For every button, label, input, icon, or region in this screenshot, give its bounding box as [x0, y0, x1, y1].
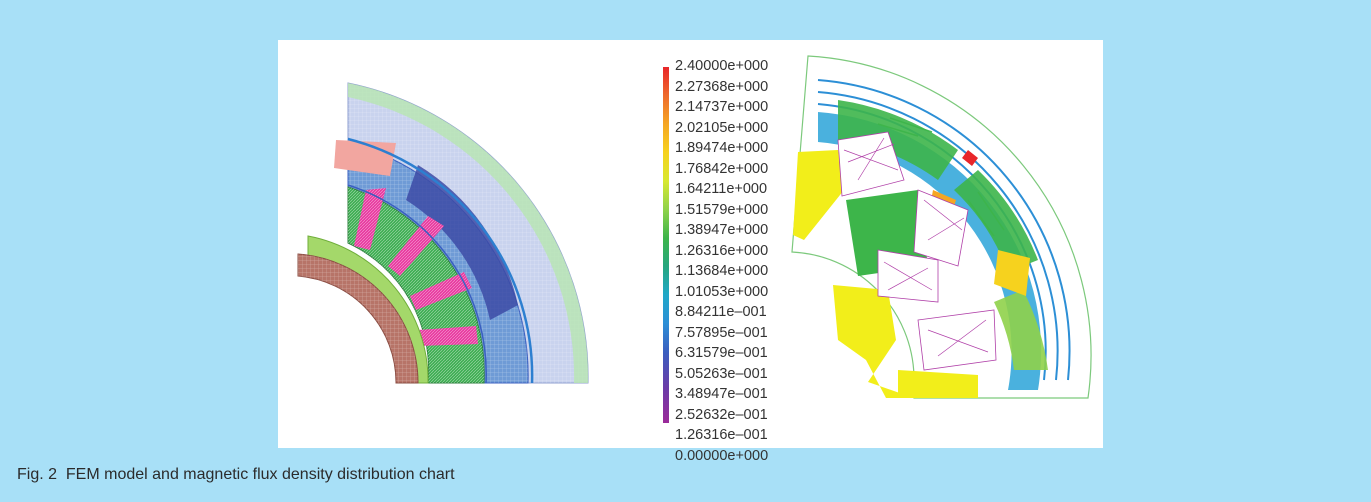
- yellow-region-1: [793, 150, 844, 240]
- colorbar-tick-label: 2.14737e+000: [675, 99, 769, 115]
- colorbar-tick-label: 1.13684e+000: [675, 263, 769, 279]
- colorbar-tick-label: 1.38947e+000: [675, 222, 769, 238]
- colorbar-tick-label: 2.40000e+000: [675, 58, 769, 74]
- colorbar-tick-label: 1.26316e–001: [675, 427, 768, 443]
- figure-caption: Fig. 2 FEM model and magnetic flux densi…: [17, 466, 455, 483]
- colorbar-tick-label: 1.89474e+000: [675, 140, 769, 156]
- colorbar-tick-label: 1.51579e+000: [675, 201, 769, 218]
- figure-panel: 2.40000e+000 2.27368e+000 2.14737e+000 2.02…: [278, 40, 1103, 464]
- colorbar-tick-label: 1.26316e+000: [675, 242, 769, 259]
- colorbar-tick-label: 0.00000e+000: [675, 447, 769, 464]
- colorbar-tick-label: 5.05263e–001: [675, 365, 768, 382]
- colorbar-tick-label: 8.84211e–001: [675, 304, 767, 320]
- colorbar-tick-label: 1.76842e+000: [675, 160, 769, 177]
- colorbar-tick-label: 6.31579e–001: [675, 345, 768, 361]
- fem-mesh-model: [297, 82, 589, 384]
- colorbar-tick-label: 1.64211e+000: [675, 181, 768, 197]
- colorbar-tick-label: 2.27368e+000: [675, 78, 769, 95]
- colorbar-tick-label: 3.48947e–001: [675, 386, 768, 402]
- colorbar-tick-label: 2.52632e–001: [675, 406, 768, 423]
- colorbar-tick-label: 7.57895e–001: [675, 324, 768, 341]
- colorbar-tick-label: 2.02105e+000: [675, 119, 769, 136]
- colorbar-gradient: [663, 67, 669, 423]
- colorbar-tick-label: 1.01053e+000: [675, 283, 769, 300]
- figure-graphic: [297, 55, 1092, 423]
- colorbar: [663, 67, 669, 423]
- pink-segment: [334, 140, 396, 176]
- flux-density-map: [791, 55, 1092, 399]
